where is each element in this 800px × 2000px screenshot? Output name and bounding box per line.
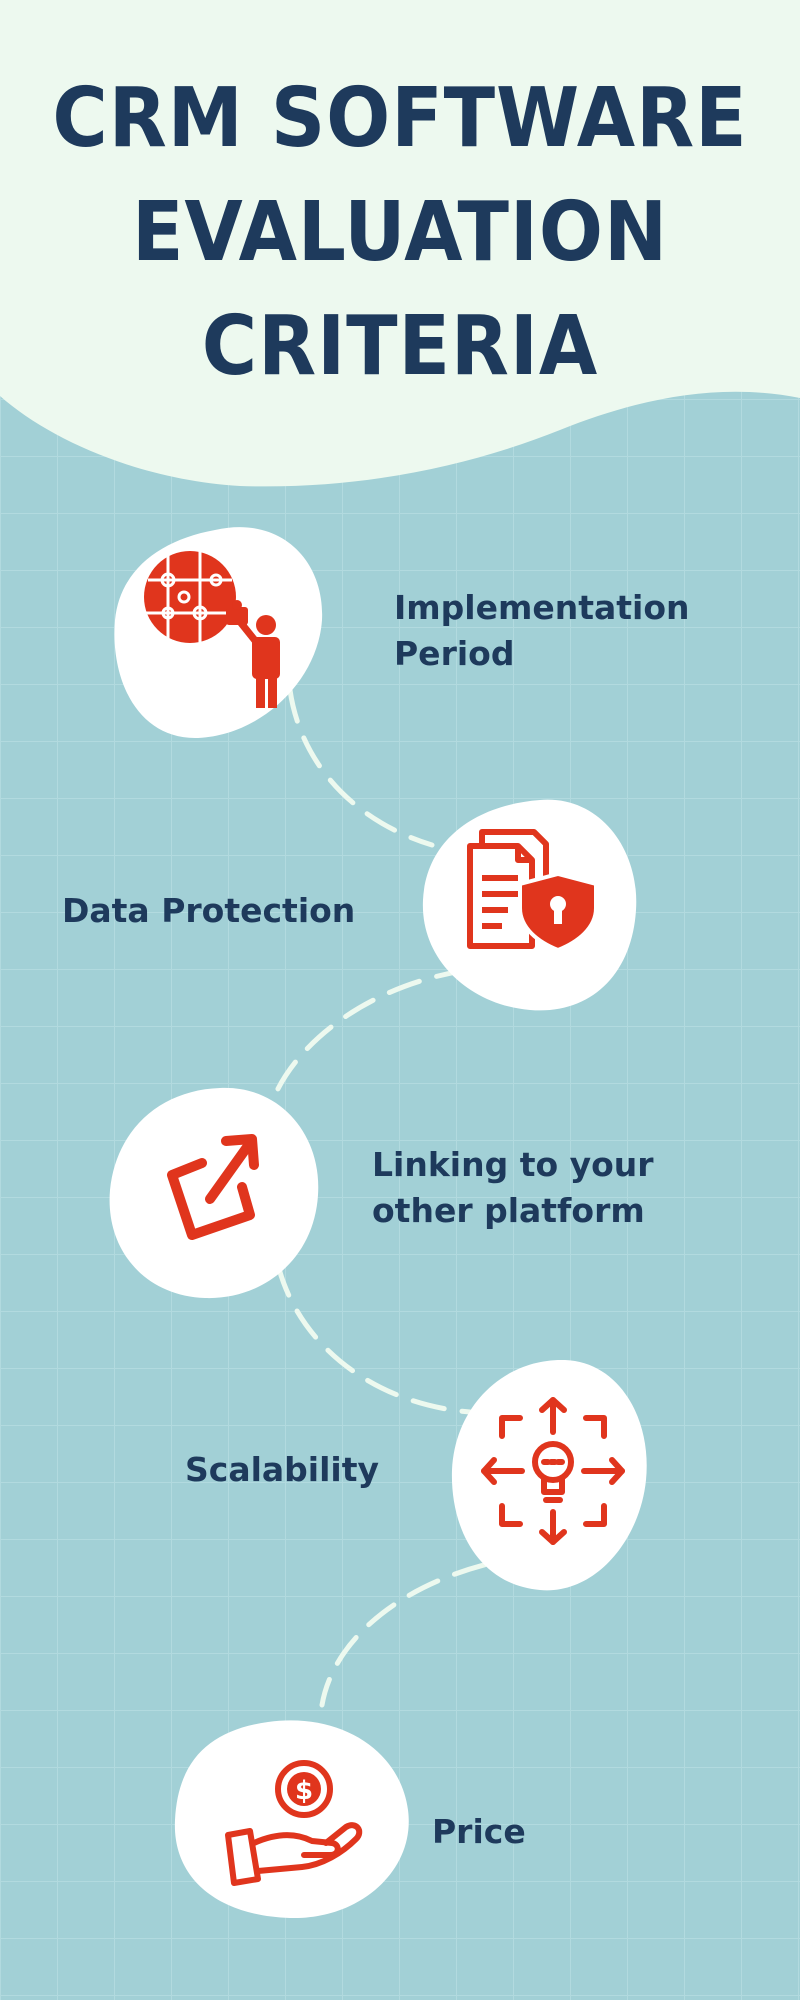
svg-text:$: $ bbox=[295, 1776, 313, 1806]
criterion-label-line: Period bbox=[394, 634, 515, 673]
criterion-label-price: Price bbox=[432, 1809, 526, 1855]
external-link-icon bbox=[167, 1134, 259, 1240]
criterion-label-line: Implementation bbox=[394, 588, 690, 627]
criterion-label-linking: Linking to your other platform bbox=[372, 1142, 654, 1234]
criterion-label-line: Price bbox=[432, 1812, 526, 1851]
documents-shield-lock-icon bbox=[467, 829, 598, 953]
title-line: CRM SOFTWARE bbox=[52, 71, 748, 166]
lightbulb-expand-arrows-icon bbox=[481, 1397, 625, 1545]
page-title: CRM SOFTWARE EVALUATION CRITERIA bbox=[32, 62, 768, 404]
puzzle-globe-person-icon bbox=[144, 551, 280, 708]
criterion-label-line: Data Protection bbox=[62, 891, 356, 930]
dashed-connector bbox=[272, 687, 537, 1708]
header-wave bbox=[0, 0, 800, 487]
criterion-label-data-protection: Data Protection bbox=[62, 888, 355, 934]
criterion-label-scalability: Scalability bbox=[185, 1447, 379, 1493]
criterion-label-line: Scalability bbox=[185, 1450, 380, 1489]
hand-dollar-coin-icon: $ bbox=[225, 1760, 363, 1886]
title-line: CRITERIA bbox=[201, 299, 599, 394]
criterion-label-line: other platform bbox=[372, 1191, 645, 1230]
criterion-label-line: Linking to your bbox=[372, 1145, 654, 1184]
title-line: EVALUATION bbox=[131, 185, 669, 280]
criterion-label-implementation: Implementation Period bbox=[394, 585, 690, 677]
